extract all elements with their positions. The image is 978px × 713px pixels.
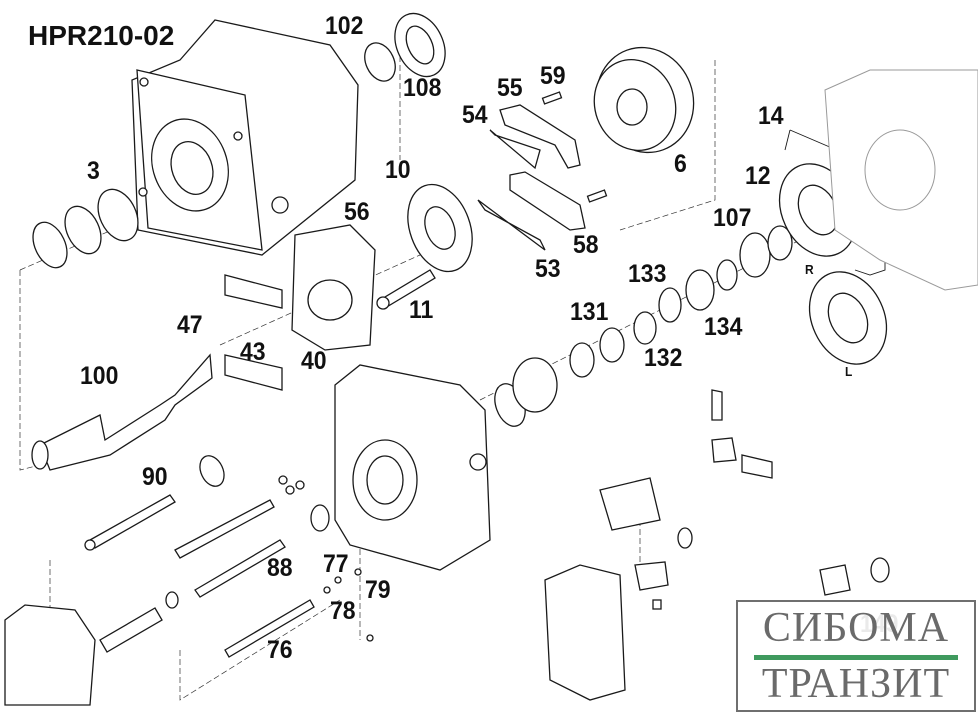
callout-58: 58 bbox=[573, 231, 599, 259]
regulator-parts bbox=[599, 389, 890, 610]
drive-shaft-100 bbox=[31, 353, 213, 471]
diagram-title: HPR210-02 bbox=[28, 20, 175, 51]
cylinder-block-6 bbox=[593, 46, 695, 154]
callout-54: 54 bbox=[462, 101, 488, 129]
watermark-line-2: ТРАНЗИТ bbox=[761, 661, 951, 707]
callout-12: 12 bbox=[745, 162, 771, 190]
callout-76: 76 bbox=[267, 636, 293, 664]
callout-79: 79 bbox=[365, 576, 391, 604]
swash-plate-lower bbox=[4, 564, 626, 706]
callout-78: 78 bbox=[330, 597, 356, 625]
bearing-102-108 bbox=[364, 12, 446, 82]
rear-housing bbox=[334, 364, 491, 571]
callout-131: 131 bbox=[570, 298, 609, 326]
callout-53: 53 bbox=[535, 255, 561, 283]
seal-rings-3 bbox=[32, 188, 139, 269]
callout-133: 133 bbox=[628, 260, 667, 288]
callout-107: 107 bbox=[713, 204, 752, 232]
spring-131-stack bbox=[494, 225, 793, 427]
callout-56: 56 bbox=[344, 198, 370, 226]
callout-59: 59 bbox=[540, 62, 566, 90]
callout-132: 132 bbox=[644, 344, 683, 372]
watermark-line-1: СИБОМА bbox=[762, 605, 950, 651]
callout-55: 55 bbox=[497, 74, 523, 102]
callout-90: 90 bbox=[142, 463, 168, 491]
brackets-53-55 bbox=[477, 91, 608, 251]
callout-43: 43 bbox=[240, 338, 266, 366]
callout-108: 108 bbox=[403, 74, 442, 102]
front-housing bbox=[131, 19, 359, 256]
callout-3: 3 bbox=[87, 157, 100, 185]
callout-11: 11 bbox=[409, 296, 434, 324]
callout-77: 77 bbox=[323, 550, 349, 578]
control-spools bbox=[84, 455, 374, 658]
callout-47: 47 bbox=[177, 311, 203, 339]
swash-plate-40 bbox=[224, 224, 436, 391]
rear-housing-ghost bbox=[824, 69, 978, 291]
callout-134: 134 bbox=[704, 313, 743, 341]
callout-100: 100 bbox=[80, 362, 119, 390]
plate-mark-L: L bbox=[845, 364, 853, 379]
plate-mark-R: R bbox=[805, 262, 814, 277]
retainer-plate-10 bbox=[407, 183, 473, 273]
watermark-logo: СИБОМА ТРАНЗИТ bbox=[736, 600, 976, 712]
callout-40: 40 bbox=[301, 347, 327, 375]
callout-102: 102 bbox=[325, 12, 364, 40]
watermark-accent-bar bbox=[754, 655, 958, 660]
callout-10: 10 bbox=[385, 156, 411, 184]
callout-88: 88 bbox=[267, 554, 293, 582]
callout-14: 14 bbox=[758, 102, 784, 130]
callout-6: 6 bbox=[674, 150, 687, 178]
